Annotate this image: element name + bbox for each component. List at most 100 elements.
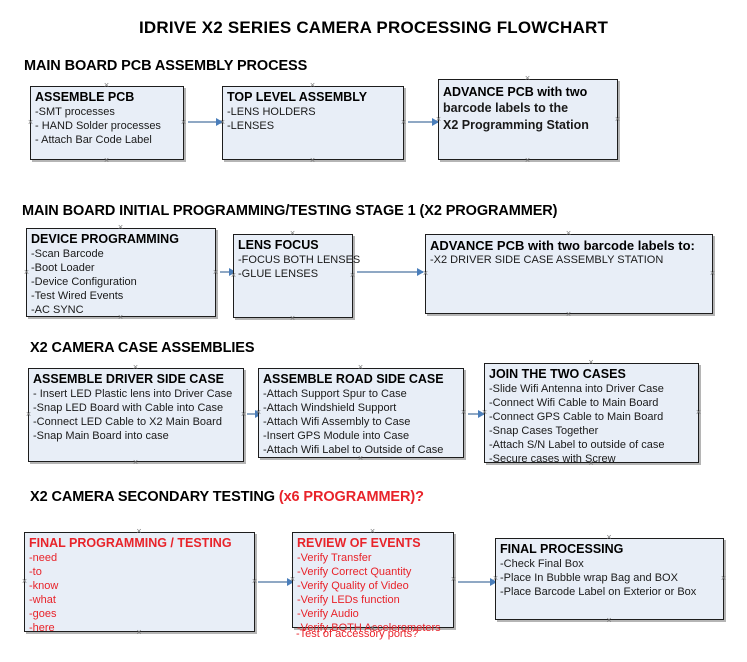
flow-box-top-level-assembly[interactable]: TOP LEVEL ASSEMBLY -LENS HOLDERS -LENSES xyxy=(222,86,404,160)
connector-handle-right[interactable] xyxy=(240,411,247,418)
connector-handle-right[interactable] xyxy=(695,409,702,416)
flow-box-line: -Attach Windshield Support xyxy=(263,402,397,414)
flow-box-title: FINAL PROCESSING xyxy=(500,542,624,556)
flow-box-device-programming[interactable]: DEVICE PROGRAMMING -Scan Barcode -Boot L… xyxy=(26,228,216,317)
flow-box-line: -Snap Cases Together xyxy=(489,425,599,437)
flow-box-line: -LENS HOLDERS xyxy=(227,106,316,118)
connector-handle-top[interactable] xyxy=(117,224,124,231)
section-heading-text: X2 CAMERA SECONDARY TESTING xyxy=(30,489,279,505)
flow-box-assemble-pcb[interactable]: ASSEMBLE PCB -SMT processes - HAND Solde… xyxy=(30,86,184,160)
arrow-top-level-to-advance-pcb xyxy=(408,118,439,126)
connector-handle-right[interactable] xyxy=(349,272,356,279)
flow-box-line: -to xyxy=(29,566,42,578)
connector-handle-bottom[interactable] xyxy=(588,460,595,467)
flow-box-join-the-two-cases[interactable]: JOIN THE TWO CASES -Slide Wifi Antenna i… xyxy=(481,363,702,465)
connector-handle-bottom[interactable] xyxy=(117,314,124,321)
flow-box-line: -what xyxy=(29,594,56,606)
connector-handle-bottom[interactable] xyxy=(524,157,531,164)
flow-box-line: -Place Barcode Label on Exterior or Box xyxy=(500,586,697,598)
connector-handle-top[interactable] xyxy=(309,82,316,89)
arrow-assemble-pcb-to-top-level xyxy=(188,118,223,126)
connector-handle-right[interactable] xyxy=(614,116,621,123)
connector-handle-top[interactable] xyxy=(565,230,572,237)
connector-handle-top[interactable] xyxy=(103,82,110,89)
flow-box-line: -Place In Bubble wrap Bag and BOX xyxy=(500,572,678,584)
flow-box-title: JOIN THE TWO CASES xyxy=(489,367,626,381)
connector-handle-bottom[interactable] xyxy=(309,157,316,164)
connector-handle-left[interactable] xyxy=(255,409,262,416)
connector-handle-left[interactable] xyxy=(219,119,226,126)
flow-box-line: -SMT processes xyxy=(35,106,115,118)
connector-handle-right[interactable] xyxy=(251,578,258,585)
connector-handle-top[interactable] xyxy=(136,528,143,535)
connector-handle-right[interactable] xyxy=(720,575,727,582)
section-heading-main-board-pcb-assembly: MAIN BOARD PCB ASSEMBLY PROCESS xyxy=(24,58,307,74)
flow-box-line: -Connect Wifi Cable to Main Board xyxy=(489,397,659,409)
connector-handle-left[interactable] xyxy=(289,576,296,583)
flow-box-lens-focus[interactable]: LENS FOCUS -FOCUS BOTH LENSES -GLUE LENS… xyxy=(230,234,360,318)
connector-handle-left[interactable] xyxy=(21,578,28,585)
flow-box-line: -goes xyxy=(29,608,57,620)
connector-handle-left[interactable] xyxy=(27,119,34,126)
flow-box-line: -Attach Wifi Assembly to Case xyxy=(263,416,411,428)
flow-box-line: -Verify Audio xyxy=(297,608,359,620)
connector-handle-right[interactable] xyxy=(180,119,187,126)
connector-handle-bottom[interactable] xyxy=(289,315,296,322)
connector-handle-right[interactable] xyxy=(400,119,407,126)
flow-box-final-processing[interactable]: FINAL PROCESSING -Check Final Box -Place… xyxy=(495,538,724,620)
flow-box-title: ADVANCE PCB with two xyxy=(443,85,588,99)
connector-handle-bottom[interactable] xyxy=(357,455,364,462)
connector-handle-top[interactable] xyxy=(289,230,296,237)
connector-handle-top[interactable] xyxy=(524,75,531,82)
section-heading-main-board-initial-programming: MAIN BOARD INITIAL PROGRAMMING/TESTING S… xyxy=(22,203,558,219)
connector-handle-bottom[interactable] xyxy=(132,459,139,466)
connector-handle-left[interactable] xyxy=(481,409,488,416)
connector-handle-top[interactable] xyxy=(369,528,376,535)
flow-box-line: -Device Configuration xyxy=(31,276,137,288)
connector-handle-top[interactable] xyxy=(588,359,595,366)
connector-handle-left[interactable] xyxy=(492,575,499,582)
connector-handle-bottom[interactable] xyxy=(136,629,143,636)
flow-box-assemble-driver-side-case[interactable]: ASSEMBLE DRIVER SIDE CASE - Insert LED P… xyxy=(28,368,244,462)
flow-box-overflow-line: -Test of accessory ports? xyxy=(296,628,419,640)
connector-handle-left[interactable] xyxy=(435,116,442,123)
flow-box-line: -Verify LEDs function xyxy=(297,594,400,606)
flow-box-line: -Insert GPS Module into Case xyxy=(263,430,410,442)
connector-handle-top[interactable] xyxy=(606,534,613,541)
connector-handle-top[interactable] xyxy=(357,364,364,371)
connector-handle-right[interactable] xyxy=(212,269,219,276)
section-heading-x2-camera-secondary-testing: X2 CAMERA SECONDARY TESTING (x6 PROGRAMM… xyxy=(30,489,424,505)
arrow-lens-focus-to-advance-pcb xyxy=(357,268,424,276)
flow-box-line: -Connect LED Cable to X2 Main Board xyxy=(33,416,222,428)
connector-handle-left[interactable] xyxy=(23,269,30,276)
arrow-review-of-events-to-final-processing xyxy=(458,578,497,586)
flow-box-line: -Slide Wifi Antenna into Driver Case xyxy=(489,383,664,395)
flow-box-final-programming-testing[interactable]: FINAL PROGRAMMING / TESTING -need -to -k… xyxy=(21,532,258,634)
connector-handle-right[interactable] xyxy=(450,576,457,583)
flow-box-title: TOP LEVEL ASSEMBLY xyxy=(227,90,368,104)
flow-box-advance-pcb-driver-side-case[interactable]: ADVANCE PCB with two barcode labels to: … xyxy=(425,234,713,314)
flow-box-line: -Boot Loader xyxy=(31,262,95,274)
section-heading-accent-text: (x6 PROGRAMMER)? xyxy=(278,489,424,505)
flow-box-review-of-events[interactable]: REVIEW OF EVENTS -Verify Transfer -Verif… xyxy=(289,532,457,634)
connector-handle-left[interactable] xyxy=(230,272,237,279)
connector-handle-right[interactable] xyxy=(709,270,716,277)
connector-handle-left[interactable] xyxy=(25,411,32,418)
connector-handle-top[interactable] xyxy=(132,364,139,371)
flow-box-title: ADVANCE PCB with two barcode labels to: xyxy=(430,238,695,253)
flow-box-line: -Verify Quality of Video xyxy=(297,580,409,592)
flow-box-line: -Snap Main Board into case xyxy=(33,430,169,442)
flow-box-line: -Scan Barcode xyxy=(31,248,104,260)
flow-box-title: DEVICE PROGRAMMING xyxy=(31,232,179,246)
flow-box-advance-pcb-programming-station[interactable]: ADVANCE PCB with two barcode labels to t… xyxy=(438,79,618,160)
flow-box-assemble-road-side-case[interactable]: ASSEMBLE ROAD SIDE CASE -Attach Support … xyxy=(258,368,464,458)
arrow-final-programming-to-review-of-events xyxy=(258,578,294,586)
connector-handle-bottom[interactable] xyxy=(103,157,110,164)
connector-handle-bottom[interactable] xyxy=(565,311,572,318)
flow-box-line: -here xyxy=(29,622,55,634)
connector-handle-left[interactable] xyxy=(422,270,429,277)
connector-handle-bottom[interactable] xyxy=(606,617,613,624)
connector-handle-right[interactable] xyxy=(460,409,467,416)
section-heading-x2-camera-case-assemblies: X2 CAMERA CASE ASSEMBLIES xyxy=(30,340,255,356)
